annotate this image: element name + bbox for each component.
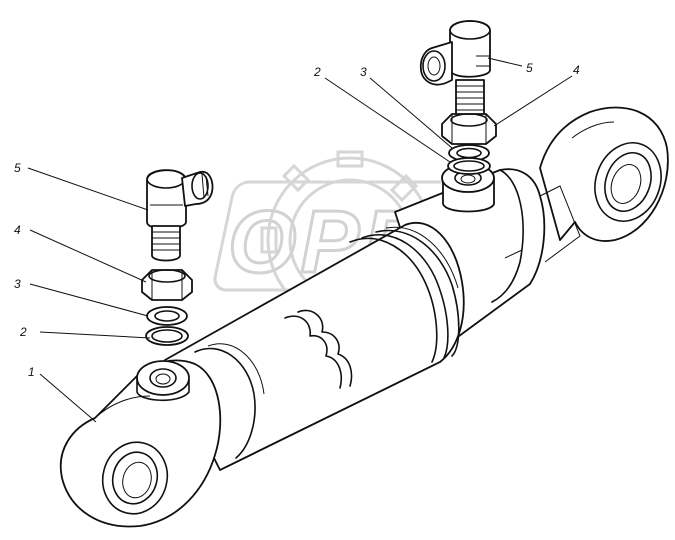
leader-part-4-left (29, 229, 147, 283)
cylinder-assembly (59, 106, 669, 528)
leader-part-2-right (324, 77, 451, 163)
right-fitting-stack (419, 20, 497, 175)
left-elbow-fitting (146, 169, 214, 262)
left-fitting-stack (141, 169, 214, 346)
callout-labels: 1 2 3 4 5 2 3 4 5 (14, 61, 580, 379)
leader-part-1 (39, 373, 97, 423)
left-washer (146, 306, 188, 326)
right-seal-ring (447, 157, 491, 175)
leader-part-3-left (29, 283, 149, 317)
leader-part-5-left (27, 167, 149, 211)
callout-part-3-left: 3 (14, 277, 21, 291)
callout-part-5-left: 5 (14, 161, 21, 175)
callout-part-2-left: 2 (19, 325, 27, 339)
right-nut (441, 113, 497, 145)
left-nut (141, 269, 193, 301)
leader-part-2-left (39, 331, 151, 339)
callout-part-4-right: 4 (573, 63, 580, 77)
leader-part-4-right (493, 75, 573, 127)
cylinder-bottom-eye (59, 359, 222, 528)
callout-part-3-right: 3 (360, 65, 367, 79)
leader-part-5-right (487, 57, 523, 67)
cylinder-barrel (164, 222, 465, 471)
left-seal-ring (145, 326, 189, 346)
callout-part-5-right: 5 (526, 61, 533, 75)
rod-end-eye (539, 106, 669, 242)
callout-part-2-right: 2 (313, 65, 321, 79)
callout-part-1: 1 (28, 365, 35, 379)
callout-part-4-left: 4 (14, 223, 21, 237)
leader-lines (27, 57, 573, 423)
right-elbow-fitting (419, 20, 491, 120)
leader-part-3-right (369, 77, 453, 149)
